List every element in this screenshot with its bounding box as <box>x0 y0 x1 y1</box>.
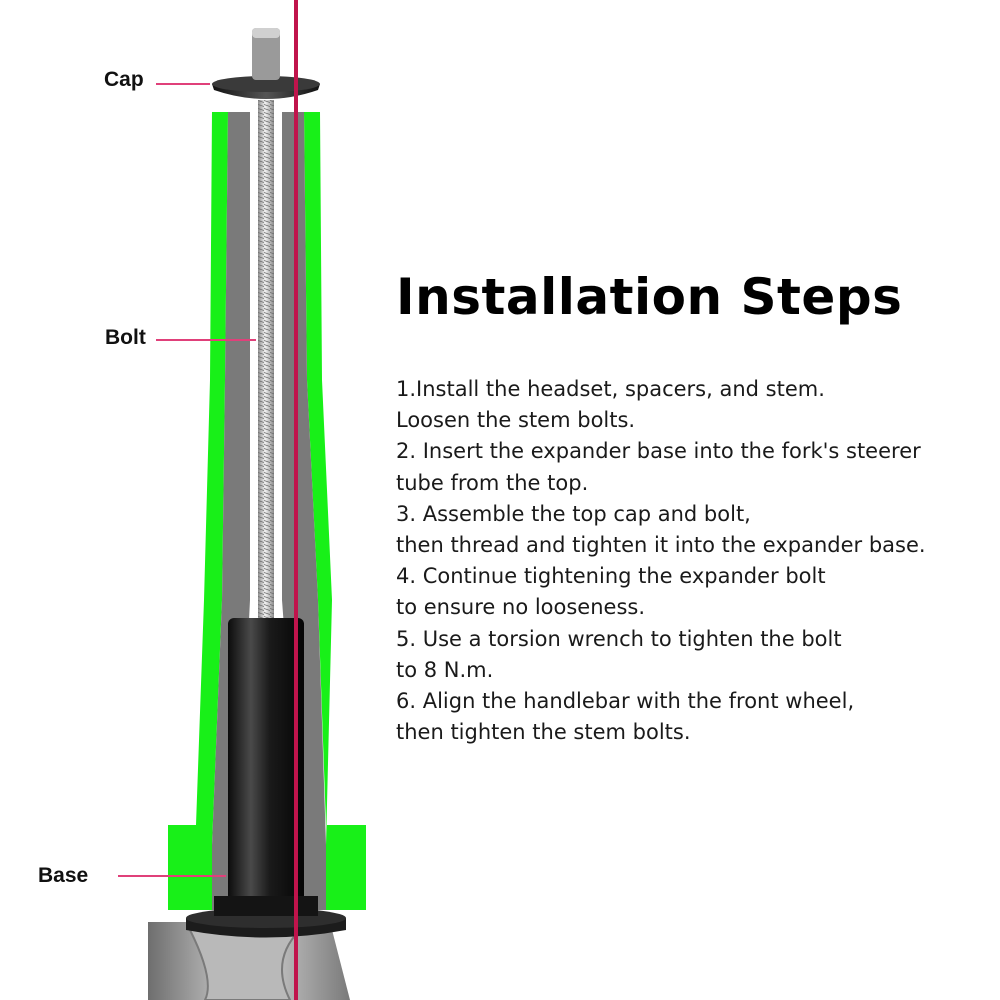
step-line: 3. Assemble the top cap and bolt, <box>396 501 751 526</box>
step-line: 2. Insert the expander base into the for… <box>396 439 921 464</box>
step-line: tube from the top. <box>396 470 589 495</box>
step-item: 1.Install the headset, spacers, and stem… <box>396 374 996 436</box>
step-item: 3. Assemble the top cap and bolt, then t… <box>396 499 996 561</box>
base-label: Base <box>38 864 89 887</box>
step-line: then tighten the stem bolts. <box>396 720 691 745</box>
step-item: 5. Use a torsion wrench to tighten the b… <box>396 624 996 686</box>
expander-base <box>186 618 346 938</box>
step-line: 5. Use a torsion wrench to tighten the b… <box>396 626 842 651</box>
step-line: 6. Align the handlebar with the front wh… <box>396 689 855 714</box>
cap-label: Cap <box>104 68 144 91</box>
top-cap <box>212 28 320 99</box>
bolt-label: Bolt <box>105 326 146 349</box>
step-item: 4. Continue tightening the expander bolt… <box>396 561 996 623</box>
step-line: 4. Continue tightening the expander bolt <box>396 564 826 589</box>
step-line: then thread and tighten it into the expa… <box>396 533 926 558</box>
installation-steps: 1.Install the headset, spacers, and stem… <box>396 374 996 748</box>
page-title: Installation Steps <box>396 268 903 326</box>
step-line: Loosen the stem bolts. <box>396 408 636 433</box>
step-item: 2. Insert the expander base into the for… <box>396 436 996 498</box>
step-line: to ensure no looseness. <box>396 595 646 620</box>
step-item: 6. Align the handlebar with the front wh… <box>396 686 996 748</box>
fork-crown <box>148 922 350 1000</box>
step-line: to 8 N.m. <box>396 657 494 682</box>
step-line: 1.Install the headset, spacers, and stem… <box>396 377 825 401</box>
bolt <box>258 100 274 620</box>
